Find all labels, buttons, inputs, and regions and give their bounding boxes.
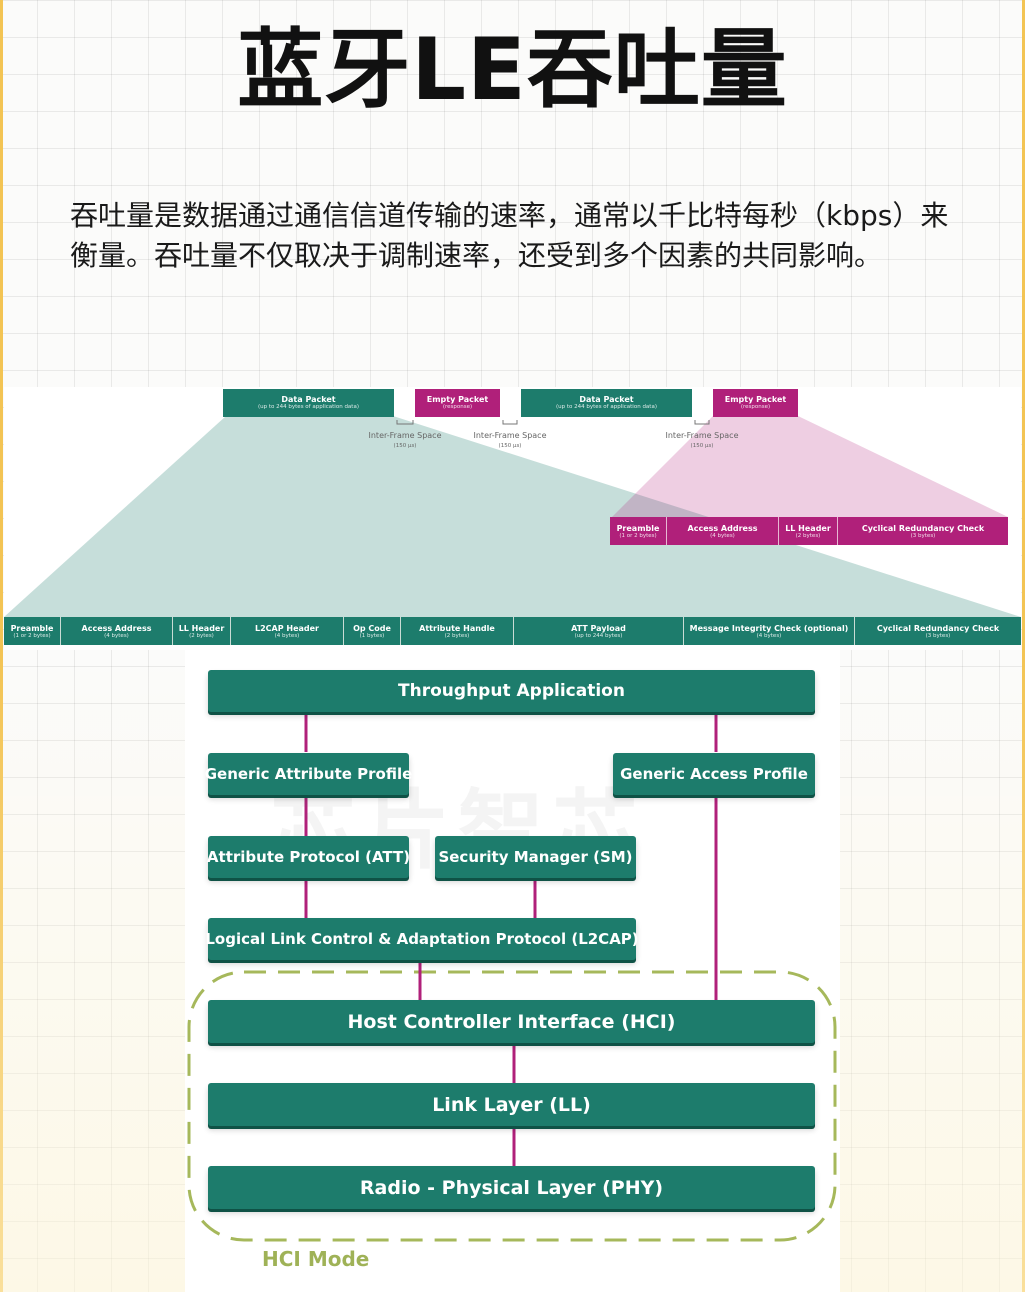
l2cap-layer: Logical Link Control & Adaptation Protoc…: [205, 918, 639, 960]
data-field-attribute-handle: Attribute Handle(2 bytes): [401, 617, 514, 645]
security-manager-layer: Security Manager (SM): [435, 836, 636, 878]
data-field-att-payload: ATT Payload(up to 244 bytes): [514, 617, 684, 645]
att-layer: Attribute Protocol (ATT): [207, 836, 410, 878]
inter-frame-space-1: Inter-Frame Space (150 µs): [368, 431, 442, 449]
hci-mode-boundary: [187, 970, 837, 1242]
data-packet-2: Data Packet (up to 244 bytes of applicat…: [521, 389, 692, 417]
empty-field-access-address: Access Address(4 bytes): [667, 517, 779, 545]
page-title: 蓝牙LE吞吐量: [237, 20, 788, 120]
empty-packet-2: Empty Packet (response): [713, 389, 798, 417]
hci-mode-label: HCI Mode: [262, 1247, 370, 1271]
physical-layer: Radio - Physical Layer (PHY): [208, 1166, 815, 1209]
ifs-brackets: [396, 420, 710, 425]
data-packet-expansion: [4, 416, 1021, 617]
data-field-preamble: Preamble(1 or 2 bytes): [4, 617, 61, 645]
data-field-crc: Cyclical Redundancy Check(3 bytes): [855, 617, 1021, 645]
empty-field-preamble: Preamble(1 or 2 bytes): [610, 517, 667, 545]
empty-field-crc: Cyclical Redundancy Check(3 bytes): [838, 517, 1008, 545]
gap-layer: Generic Access Profile: [613, 753, 815, 795]
intro-paragraph: 吞吐量是数据通过通信信道传输的速率，通常以千比特每秒（kbps）来衡量。吞吐量不…: [70, 199, 949, 272]
data-field-l2cap-header: L2CAP Header(4 bytes): [231, 617, 344, 645]
empty-field-ll-header: LL Header(2 bytes): [779, 517, 838, 545]
data-field-ll-header: LL Header(2 bytes): [173, 617, 231, 645]
link-layer: Link Layer (LL): [208, 1083, 815, 1126]
empty-packet-1: Empty Packet (response): [415, 389, 500, 417]
right-border: [1022, 0, 1025, 1292]
inter-frame-space-3: Inter-Frame Space (150 µs): [665, 431, 739, 449]
data-packet-1: Data Packet (up to 244 bytes of applicat…: [223, 389, 394, 417]
data-field-access-address: Access Address(4 bytes): [61, 617, 173, 645]
inter-frame-space-2: Inter-Frame Space (150 µs): [473, 431, 547, 449]
throughput-application-layer: Throughput Application: [208, 670, 815, 712]
empty-packet-expansion: [612, 416, 1008, 517]
hci-layer: Host Controller Interface (HCI): [208, 1000, 815, 1043]
data-field-op-code: Op Code(1 bytes): [344, 617, 401, 645]
data-field-mic: Message Integrity Check (optional)(4 byt…: [684, 617, 855, 645]
gatt-layer: Generic Attribute Profile: [205, 753, 412, 795]
left-border: [0, 0, 3, 1292]
